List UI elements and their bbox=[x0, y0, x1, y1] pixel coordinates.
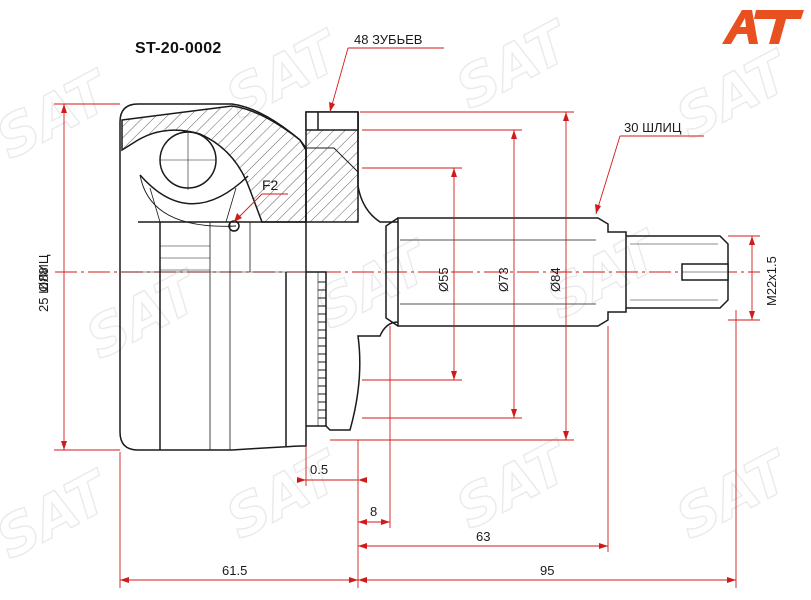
collar-label: 8 bbox=[370, 504, 377, 519]
watermark-text: SAT bbox=[446, 428, 583, 542]
body-length-label: 61.5 bbox=[222, 563, 247, 578]
boot-callout: F2 bbox=[262, 177, 279, 193]
d55-label: Ø55 bbox=[436, 267, 451, 292]
watermark-text: SAT bbox=[216, 438, 353, 552]
dimension-arrows bbox=[61, 102, 755, 583]
splined-stub-shaft bbox=[385, 217, 729, 327]
stub-length-label: 95 bbox=[540, 563, 554, 578]
inner-splines-callout: 25 ШЛИЦ bbox=[36, 254, 51, 312]
output-splines-callout: 30 ШЛИЦ bbox=[624, 120, 682, 135]
spline-length-label: 63 bbox=[476, 529, 490, 544]
watermark-text: SAT bbox=[666, 438, 803, 552]
watermark-text: SAT bbox=[666, 38, 803, 152]
watermark-text: SAT bbox=[446, 8, 583, 122]
d73-label: Ø73 bbox=[496, 267, 511, 292]
thread-label: M22x1.5 bbox=[764, 256, 779, 306]
teeth-callout: 48 ЗУБЬЕВ bbox=[354, 32, 422, 47]
outer-diameter-label: Ø88 bbox=[36, 267, 51, 292]
outer-race-housing bbox=[119, 103, 307, 451]
brand-logo bbox=[722, 10, 804, 44]
dimension-labels: 48 ЗУБЬЕВ 30 ШЛИЦ F2 Ø88 25 ШЛИЦ Ø55 Ø73… bbox=[36, 32, 779, 578]
abs-teeth bbox=[318, 281, 326, 419]
gap-label: 0.5 bbox=[310, 462, 328, 477]
watermark-text: SAT bbox=[76, 258, 213, 372]
part-number: ST-20-0002 bbox=[135, 40, 222, 57]
abs-ring-flange bbox=[305, 111, 399, 431]
watermark-text: SAT bbox=[0, 58, 123, 172]
d84-label: Ø84 bbox=[548, 267, 563, 292]
watermark-text: SAT bbox=[0, 458, 123, 572]
dimension-lines bbox=[54, 47, 760, 588]
